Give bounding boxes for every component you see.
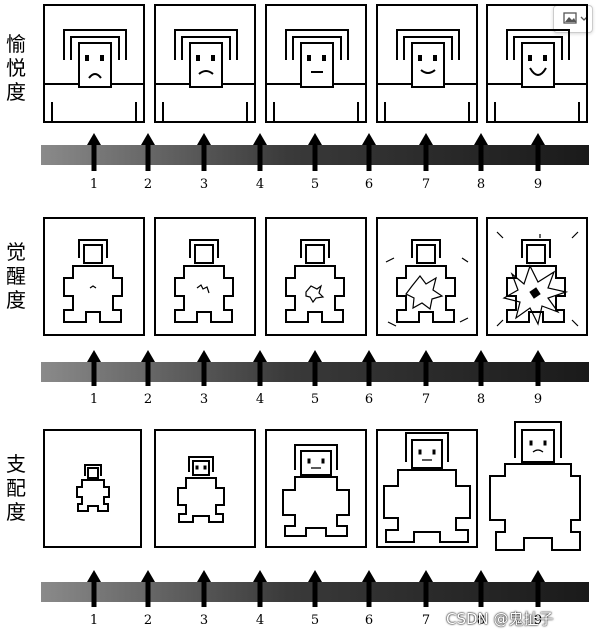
scale-number: 7 — [421, 392, 431, 407]
dominance-figure-9 — [489, 421, 581, 551]
scale-number: 6 — [364, 177, 374, 192]
scale-arrow — [308, 133, 322, 171]
scale-number: 2 — [143, 613, 153, 628]
scale-number: 8 — [476, 613, 486, 628]
scale-arrow — [362, 350, 376, 386]
scale-arrow — [308, 570, 322, 607]
scale-arrow — [87, 350, 101, 386]
arousal-figure-7 — [376, 217, 478, 336]
scale-arrow — [362, 570, 376, 607]
scale-arrow — [474, 350, 488, 386]
scale-arrow — [419, 133, 433, 171]
pleasure-figure-5 — [265, 4, 367, 123]
pleasure-figure-1 — [43, 4, 145, 123]
scale-number: 9 — [533, 613, 543, 628]
arousal-figure-5 — [265, 217, 367, 336]
dominance-label: 支配度 — [6, 452, 26, 524]
pleasure-figure-7 — [376, 4, 478, 123]
scale-arrow — [87, 570, 101, 607]
scale-number: 4 — [255, 392, 265, 407]
scale-number: 3 — [199, 392, 209, 407]
scale-number: 6 — [364, 392, 374, 407]
scale-number: 9 — [533, 392, 543, 407]
scale-number: 2 — [143, 392, 153, 407]
dominance-arrows — [87, 570, 545, 607]
pleasure-arrows — [87, 133, 545, 171]
scale-arrow — [531, 570, 545, 607]
scale-arrow — [474, 570, 488, 607]
scale-arrow — [419, 570, 433, 607]
dominance-figure-5 — [265, 429, 367, 548]
arousal-label: 觉醒度 — [6, 240, 26, 312]
scale-number: 5 — [310, 613, 320, 628]
scale-arrow — [141, 133, 155, 171]
scale-number: 9 — [533, 177, 543, 192]
scale-arrow — [197, 570, 211, 607]
scale-arrow — [253, 133, 267, 171]
pleasure-figure-3 — [154, 4, 256, 123]
dominance-figure-1 — [43, 429, 142, 548]
scale-arrow — [362, 133, 376, 171]
scale-arrow — [141, 570, 155, 607]
scale-number: 5 — [310, 177, 320, 192]
scale-arrow — [87, 133, 101, 171]
scale-number: 7 — [421, 177, 431, 192]
scale-number: 1 — [89, 177, 99, 192]
dominance-figure-3 — [154, 429, 256, 548]
scale-number: 5 — [310, 392, 320, 407]
scale-number: 4 — [255, 613, 265, 628]
scale-arrow — [253, 570, 267, 607]
arousal-arrows — [87, 350, 545, 386]
scale-number: 7 — [421, 613, 431, 628]
scale-arrow — [531, 133, 545, 171]
scale-number: 2 — [143, 177, 153, 192]
dominance-figure-7 — [376, 429, 478, 548]
scale-arrow — [141, 350, 155, 386]
scale-number: 8 — [476, 177, 486, 192]
scale-arrow — [197, 133, 211, 171]
scale-number: 6 — [364, 613, 374, 628]
scale-arrow — [419, 350, 433, 386]
scale-arrow — [531, 350, 545, 386]
scale-number: 1 — [89, 613, 99, 628]
scale-number: 1 — [89, 392, 99, 407]
scale-number: 8 — [476, 392, 486, 407]
watermark: CSDN @鬼扯子 — [446, 610, 554, 628]
pleasure-figure-9 — [486, 4, 588, 123]
scale-arrow — [197, 350, 211, 386]
arousal-figure-1 — [43, 217, 145, 336]
arousal-figure-9 — [486, 217, 588, 336]
arousal-figure-3 — [154, 217, 256, 336]
scale-number: 3 — [199, 613, 209, 628]
pleasure-label: 愉悦度 — [6, 32, 26, 104]
scale-number: 4 — [255, 177, 265, 192]
scale-arrow — [253, 350, 267, 386]
scale-number: 3 — [199, 177, 209, 192]
scale-arrow — [308, 350, 322, 386]
scale-arrow — [474, 133, 488, 171]
